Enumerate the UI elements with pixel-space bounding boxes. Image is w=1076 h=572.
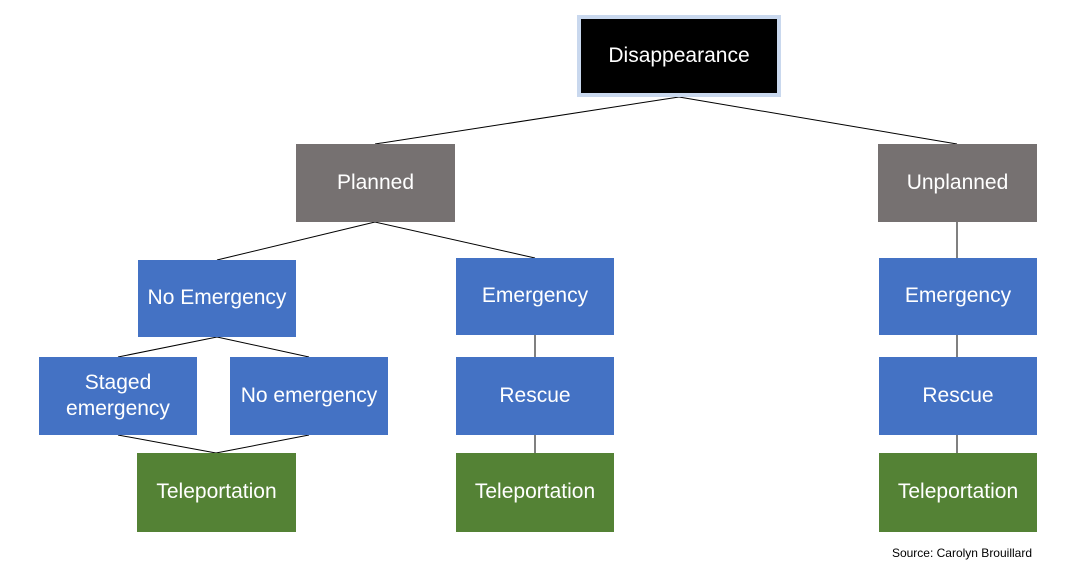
node-staged-emergency-label-line1: Staged xyxy=(84,370,152,394)
node-emergency-unplanned: Emergency xyxy=(879,258,1037,335)
connector-staged-teleportation xyxy=(117,434,217,454)
connector-no-emergency-no-emergency xyxy=(216,336,310,358)
connector-no-emergency-staged xyxy=(117,336,218,358)
node-staged-emergency: Staged emergency xyxy=(39,357,197,435)
node-teleportation-middle-label: Teleportation xyxy=(474,480,596,504)
node-staged-emergency-label-line2: emergency xyxy=(66,397,170,420)
node-no-emergency-child: No emergency xyxy=(230,357,388,435)
node-no-emergency-label: No Emergency xyxy=(147,286,287,310)
node-disappearance: Disappearance xyxy=(577,15,781,97)
source-credit: Source: Carolyn Brouillard xyxy=(891,546,1032,560)
node-rescue-planned: Rescue xyxy=(456,357,614,435)
node-emergency-planned: Emergency xyxy=(456,258,614,335)
node-planned: Planned xyxy=(296,144,455,222)
node-rescue-planned-label: Rescue xyxy=(499,383,571,407)
node-teleportation-right-label: Teleportation xyxy=(897,480,1019,504)
node-teleportation-left-label: Teleportation xyxy=(156,480,277,504)
node-planned-label: Planned xyxy=(336,170,415,194)
node-emergency-planned-label: Emergency xyxy=(481,284,589,308)
node-no-emergency-child-label: No emergency xyxy=(240,383,378,407)
node-rescue-unplanned-label: Rescue xyxy=(922,383,994,407)
connector-root-unplanned xyxy=(678,96,958,145)
node-disappearance-label: Disappearance xyxy=(608,43,750,67)
connector-planned-no-emergency xyxy=(216,221,376,261)
node-no-emergency: No Emergency xyxy=(138,260,296,337)
node-teleportation-right: Teleportation xyxy=(879,453,1037,532)
connector-root-planned xyxy=(374,96,680,145)
node-unplanned-label: Unplanned xyxy=(906,170,1009,194)
connector-planned-emergency xyxy=(374,221,536,259)
node-teleportation-middle: Teleportation xyxy=(456,453,614,532)
node-emergency-unplanned-label: Emergency xyxy=(904,284,1012,308)
node-unplanned: Unplanned xyxy=(878,144,1037,222)
node-teleportation-left: Teleportation xyxy=(137,453,296,532)
connector-no-emergency-teleportation xyxy=(215,434,310,454)
node-rescue-unplanned: Rescue xyxy=(879,357,1037,435)
